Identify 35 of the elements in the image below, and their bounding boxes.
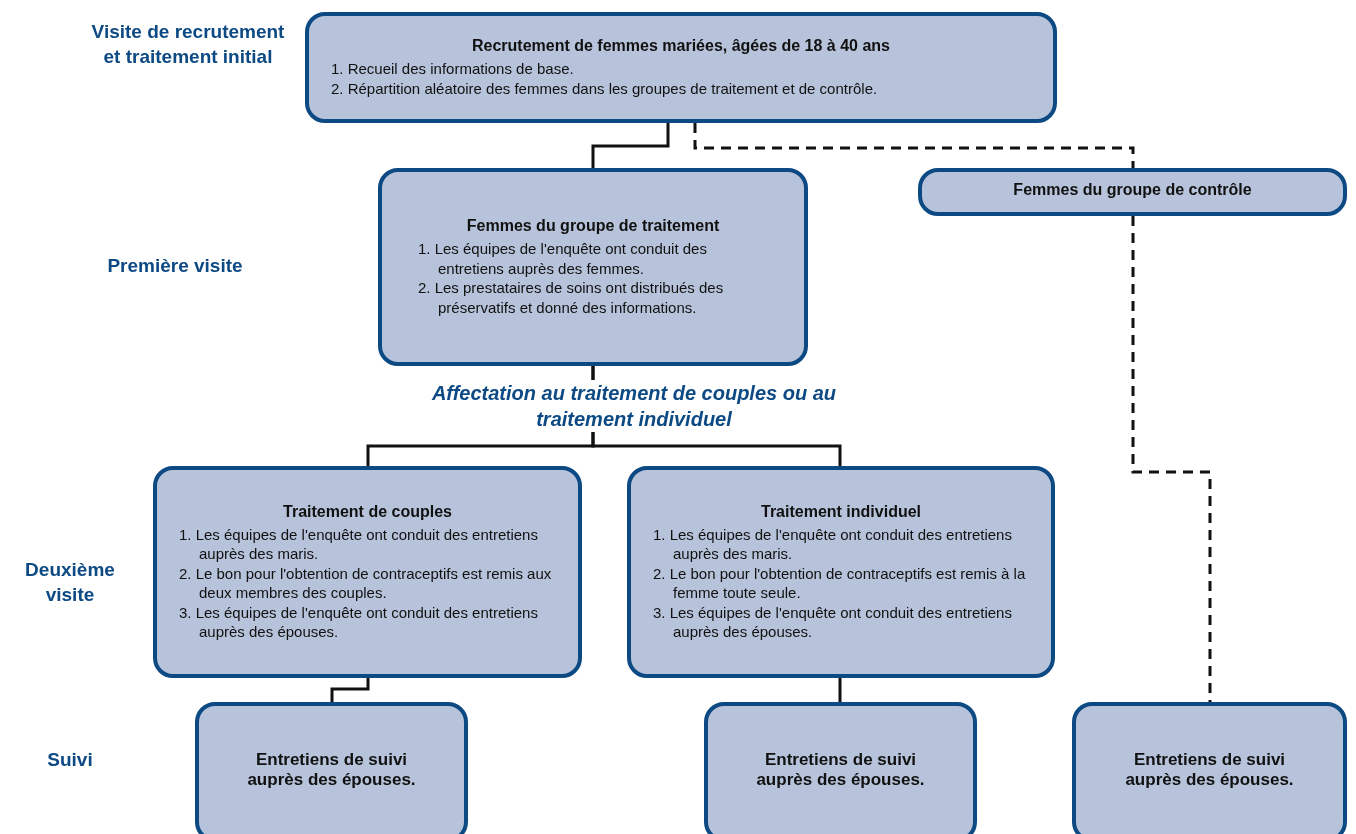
list-item: 2. Le bon pour l'obtention de contraceptifs est remis aux deux membres des couples. [179,563,553,603]
stage-label: Suivi [46,748,94,772]
stage-label: Première visite [106,254,244,278]
process-box [378,168,808,366]
list-item: 3. Les équipes de l'enquête ont conduit des entretiens auprès des épouses. [179,602,539,642]
list-item: 3. Les équipes de l'enquête ont conduit des entretiens auprès des épouses. [653,602,1013,642]
box-heading: Entretiens de suivi auprès des épouses. [246,750,417,790]
list-item: 1. Recueil des informations de base. [331,59,575,79]
connector-line [1131,216,1212,702]
connector-line [693,123,1135,168]
box-heading: Traitement de couples [282,502,453,521]
list-item: 2. Les prestataires de soins ont distribués des préservatifs et donné des informations. [418,278,725,317]
step-box [1072,702,1347,834]
stage-label: Deuxième visite [24,558,116,607]
step-box [918,168,1347,216]
step-box [195,702,468,834]
box-heading: Femmes du groupe de traitement [465,217,721,235]
box-heading: Entretiens de suivi auprès des épouses. [755,750,926,790]
list-item: 2. Répartition aléatoire des femmes dans les groupes de traitement et de contrôle. [331,78,879,98]
box-heading: Femmes du groupe de contrôle [1012,181,1253,199]
list-item: 1. Les équipes de l'enquête ont conduit des entretiens auprès des maris. [179,524,539,564]
box-heading: Traitement individuel [760,502,922,521]
box-heading: Entretiens de suivi auprès des épouses. [1124,750,1295,790]
list-item: 1. Les équipes de l'enquête ont conduit des entretiens auprès des femmes. [418,239,708,278]
connector-line [838,678,842,702]
list-item: 2. Le bon pour l'obtention de contraceptifs est remis à la femme toute seule. [653,563,1027,603]
list-item: 1. Les équipes de l'enquête ont conduit des entretiens auprès des maris. [653,524,1013,564]
stage-label: Visite de recrutement et traitement initial [90,20,286,69]
connector-line [330,678,370,702]
process-box [305,12,1057,123]
step-box [704,702,977,834]
connector-line [591,123,670,168]
process-box [627,466,1055,678]
process-box [153,466,582,678]
box-heading: Recrutement de femmes mariées, âgées de 18 à 40 ans [471,37,891,55]
